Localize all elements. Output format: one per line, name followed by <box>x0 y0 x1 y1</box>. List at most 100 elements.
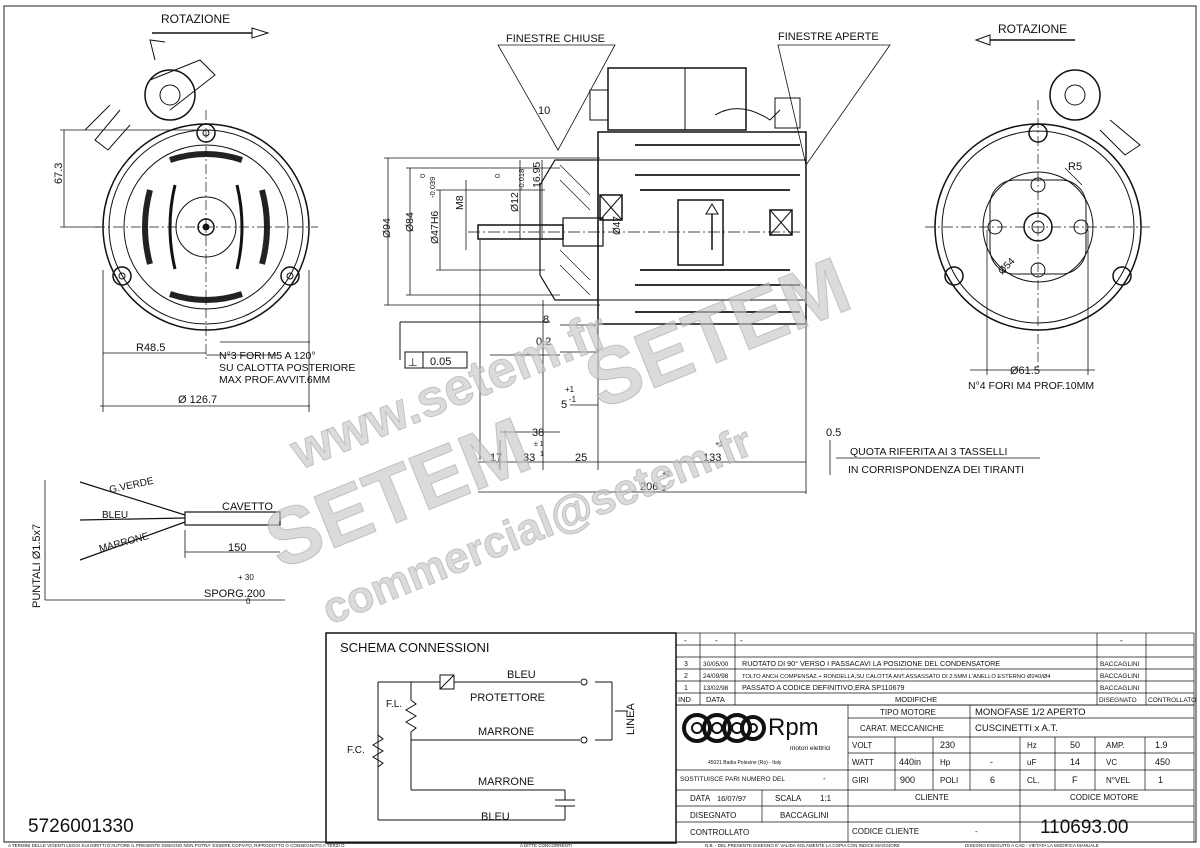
footer-cad: DISEGNO ESEGUITO A CAD - VIETATA LA MODI… <box>965 843 1099 848</box>
data-value: 16/07/97 <box>717 794 746 803</box>
rotation-arrow-right: ROTAZIONE <box>974 22 1075 46</box>
front-holes-note: N°3 FORI M5 A 120° <box>219 350 316 362</box>
spec-giri: 900 <box>900 775 915 785</box>
revision-headers: IND DATA MODIFICHE DISEGNATO CONTROLLATO <box>678 695 1196 704</box>
tol-206-upper: +2 <box>662 471 670 478</box>
footer-nb: N.B. - DEL PRESENTE DISEGNO E' VALIDA SO… <box>705 843 900 848</box>
footer-mid: A DITTE CONCORRENTI <box>520 843 572 848</box>
spec-amp: 1.9 <box>1155 740 1168 750</box>
revision-row-2: 2 24/09/98 TOLTO ANCH COMPENSAZ.+ RONDEL… <box>684 673 1140 680</box>
schema-bleu-bottom: BLEU <box>481 811 510 823</box>
scala-value: 1:1 <box>820 794 832 803</box>
spec-tipo: MONOFASE 1/2 APERTO <box>975 707 1086 718</box>
dim-38: 38 <box>532 427 544 439</box>
rev-header-data: DATA <box>706 695 725 704</box>
spec-cl-label: CL. <box>1027 776 1039 785</box>
dim-150: 150 <box>228 542 246 554</box>
dim-10: 10 <box>538 105 550 117</box>
dim-61-5: Ø61.5 <box>1010 365 1040 377</box>
rear-view <box>925 69 1150 370</box>
dim-33: 33 <box>523 452 535 464</box>
rev-header-ind: IND <box>678 695 692 704</box>
quota-note-line1: QUOTA RIFERITA AI 3 TASSELLI <box>850 446 1007 458</box>
rev-2-ind: 2 <box>684 673 688 680</box>
spec-uf: 14 <box>1070 757 1080 767</box>
rear-holes-note: N°4 FORI M4 PROF.10MM <box>968 380 1094 392</box>
side-view <box>399 44 891 369</box>
company-logo <box>682 713 766 743</box>
dim-67-3: 67.3 <box>53 163 65 184</box>
rev-1-ind: 3 <box>684 661 688 668</box>
tol-plus30: + 30 <box>238 573 254 582</box>
data-label: DATA <box>690 794 711 803</box>
finestre-chiuse-label: FINESTRE CHIUSE <box>506 33 605 45</box>
tolerance-box-value: 0.05 <box>430 356 451 368</box>
cliente-label: CLIENTE <box>915 793 949 802</box>
spec-hz-label: Hz <box>1027 741 1037 750</box>
rear-view-dimensions <box>970 167 1095 375</box>
spec-giri-label: GIRI <box>852 776 868 785</box>
spec-nvel-label: N°VEL <box>1106 776 1131 785</box>
rev-1-data: 30/05/00 <box>703 661 729 668</box>
spec-volt: 230 <box>940 740 955 750</box>
cable-detail <box>44 480 285 601</box>
tol-133: +1 <box>715 441 723 448</box>
spec-uf-label: uF <box>1027 758 1036 767</box>
rev-3-data: 13/02/98 <box>703 685 729 692</box>
dim-25: 25 <box>575 452 587 464</box>
sost-value: - <box>823 774 826 783</box>
revisions-table <box>675 632 1195 706</box>
rev-0-dis: - <box>1120 636 1123 645</box>
cable-cavetto: CAVETTO <box>222 501 273 513</box>
tol-33: 1 <box>540 451 544 458</box>
dim-133: 133 <box>703 452 721 464</box>
rev-1-dis: BACCAGLINI <box>1100 661 1140 668</box>
dim-47h6: Ø47H6 <box>429 211 441 244</box>
dim-m8: M8 <box>454 195 466 210</box>
rotazione-label-left: ROTAZIONE <box>161 12 230 26</box>
front-view <box>84 39 318 360</box>
tol-minus1: -1 <box>569 395 577 404</box>
spec-carat: CUSCINETTI x A.T. <box>975 723 1058 734</box>
spec-poli-label: POLI <box>940 776 958 785</box>
company-name: Rpm <box>768 714 819 741</box>
spec-poli: 6 <box>990 775 995 785</box>
spec-watt: 440in <box>899 757 921 767</box>
revision-row-0: - - - - <box>684 636 1123 645</box>
codice-cliente-label: CODICE CLIENTE <box>852 827 919 836</box>
tol-zero: 0 <box>246 597 251 606</box>
rev-3-dis: BACCAGLINI <box>1100 685 1140 692</box>
schema-fl: F.L. <box>386 699 402 710</box>
revision-row-1: 1 13/02/98 PASSATO A CODICE DEFINITIVO,E… <box>684 683 1140 692</box>
company-sub: motori elettrici <box>790 745 830 752</box>
schema-protettore: PROTETTORE <box>470 692 545 704</box>
rev-0-mod: - <box>740 636 743 645</box>
tol-47-lower: -0.039 <box>428 177 437 198</box>
rev-0-data: - <box>715 636 718 645</box>
schema-linea: LINEA <box>625 703 637 735</box>
rev-3-ind: 1 <box>684 685 688 692</box>
wiring-diagram <box>372 674 628 821</box>
dim-17: 17 <box>490 452 502 464</box>
spec-carat-label: CARAT. MECCANICHE <box>860 724 944 733</box>
scala-label: SCALA <box>775 794 802 803</box>
disegnato-label: DISEGNATO <box>690 811 736 820</box>
rev-2-mod: TOLTO ANCH COMPENSAZ.+ RONDELLA,SU CALOT… <box>742 674 1051 680</box>
schema-marrone-mid: MARRONE <box>478 726 534 738</box>
schema-marrone-low: MARRONE <box>478 776 534 788</box>
rev-header-dis: DISEGNATO <box>1099 697 1137 704</box>
disegnato-value: BACCAGLINI <box>780 811 828 820</box>
dim-r48-5: R48.5 <box>136 342 165 354</box>
dim-206: 206 <box>640 481 658 493</box>
schema-bleu-top: BLEU <box>507 669 536 681</box>
revision-row-3: 3 30/05/00 RUOTATO DI 90° VERSO I PASSAC… <box>684 659 1140 668</box>
rev-1-mod: RUOTATO DI 90° VERSO I PASSACAVI LA POSI… <box>742 659 1000 668</box>
spec-amp-label: AMP. <box>1106 741 1125 750</box>
tol-206-lower: 2 <box>662 486 666 493</box>
drawing-code-left: 5726001330 <box>28 816 134 837</box>
dim-47-inner: Ø47 <box>612 216 623 235</box>
quota-note-line2: IN CORRISPONDENZA DEI TIRANTI <box>848 464 1024 476</box>
spec-volt-label: VOLT <box>852 741 872 750</box>
dim-8: 8 <box>543 314 549 326</box>
